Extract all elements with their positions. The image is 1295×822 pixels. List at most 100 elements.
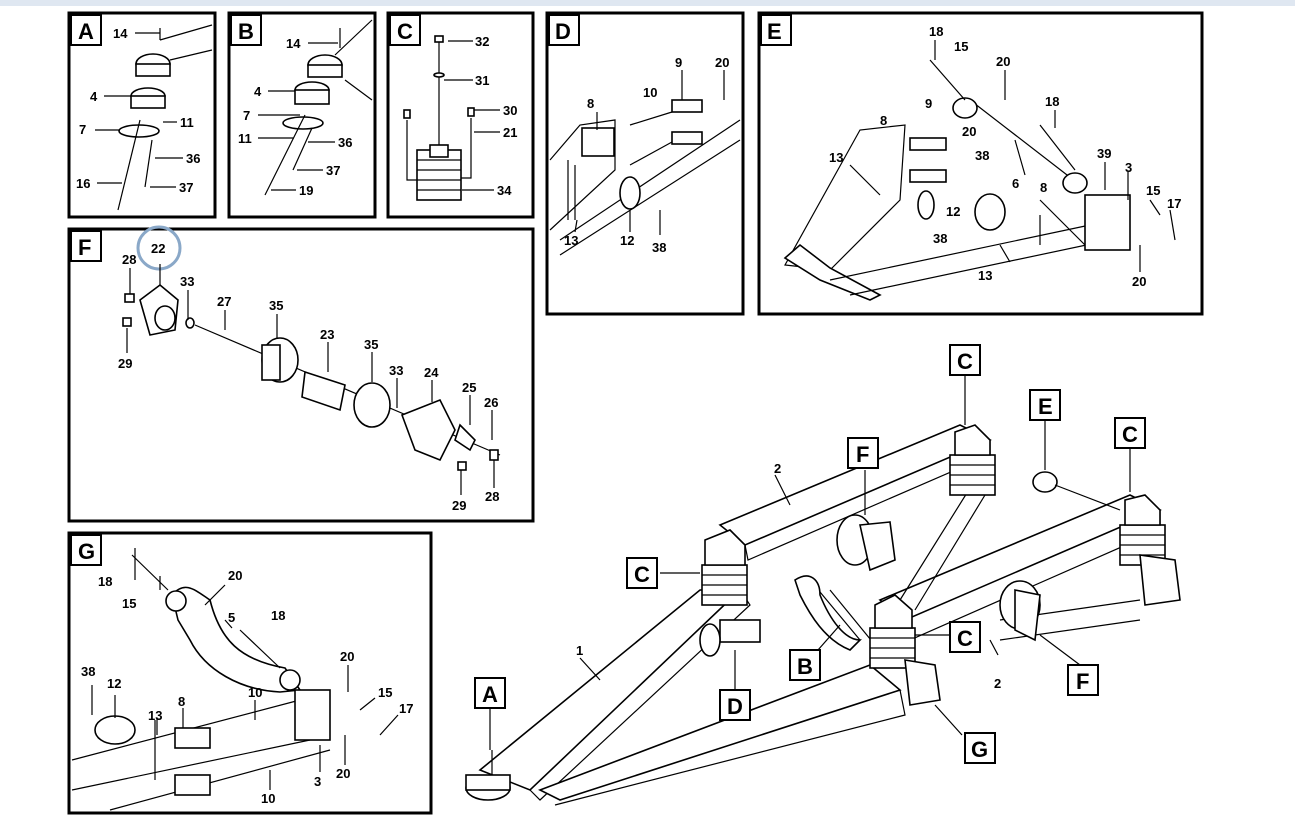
part-number-label: 23: [320, 327, 334, 342]
part-number-label: 15: [1146, 183, 1160, 198]
part-number-label: 18: [98, 574, 112, 589]
part-number-label: 24: [424, 365, 439, 380]
callout-f-right: F: [1067, 664, 1099, 696]
part-number-label: 17: [1167, 196, 1181, 211]
part-number-label: 20: [228, 568, 242, 583]
callout-letter: C: [634, 562, 650, 587]
part-number-label: 15: [378, 685, 392, 700]
part-number-label: 8: [587, 96, 594, 111]
part-number-label: 14: [286, 36, 301, 51]
part-number-label: 2: [774, 461, 781, 476]
part-number-label: 38: [975, 148, 989, 163]
part-number-label: 28: [485, 489, 499, 504]
part-number-label: 33: [180, 274, 194, 289]
highlight-circle: [136, 225, 182, 271]
part-number-label: 26: [484, 395, 498, 410]
callout-letter: C: [957, 349, 973, 374]
part-number-label: 13: [829, 150, 843, 165]
part-number-label: 9: [925, 96, 932, 111]
part-number-label: 15: [122, 596, 136, 611]
part-number-label: 12: [620, 233, 634, 248]
panel-c-letter: C: [397, 19, 413, 44]
part-number-label: 11: [238, 131, 252, 146]
panel-e-letter: E: [767, 19, 782, 44]
callout-letter: G: [971, 737, 988, 762]
part-number-label: 16: [76, 176, 90, 191]
part-number-label: 17: [399, 701, 413, 716]
panel-f-letter: F: [78, 235, 91, 260]
part-number-label: 29: [118, 356, 132, 371]
part-number-label: 36: [338, 135, 352, 150]
part-number-label: 7: [79, 122, 86, 137]
part-number-label: 33: [389, 363, 403, 378]
part-number-label: 20: [715, 55, 729, 70]
part-number-label: 20: [1132, 274, 1146, 289]
part-number-label: 38: [81, 664, 95, 679]
panel-c: C 32 31 30 21 34: [386, 11, 535, 219]
part-number-label: 15: [954, 39, 968, 54]
part-number-label: 35: [269, 298, 283, 313]
part-number-label: 21: [503, 125, 517, 140]
callout-b: B: [789, 649, 821, 681]
panel-f: F 22 28 33 27 35 23 35: [67, 225, 535, 523]
part-number-label: 4: [254, 84, 262, 99]
part-number-label: 34: [497, 183, 512, 198]
part-number-label: 8: [178, 694, 185, 709]
part-number-label: 6: [1012, 176, 1019, 191]
panel-d: D 9 20 10 8 13 12 38: [545, 11, 745, 316]
callout-d: D: [719, 689, 751, 721]
callout-letter: D: [727, 694, 743, 719]
part-number-label: 2: [994, 676, 1001, 691]
callout-letter: F: [856, 442, 869, 467]
callout-c-middle: C: [949, 621, 981, 653]
callout-letter: B: [797, 654, 813, 679]
part-number-label: 30: [503, 103, 517, 118]
panel-a: A 14 4 11 7 36 16 37: [67, 11, 217, 219]
part-number-label: 3: [1125, 160, 1132, 175]
part-number-label: 18: [271, 608, 285, 623]
part-number-label: 20: [340, 649, 354, 664]
part-number-label: 25: [462, 380, 476, 395]
part-number-label: 12: [946, 204, 960, 219]
panel-g-letter: G: [78, 539, 95, 564]
callout-c-left: C: [626, 557, 658, 589]
callout-e: E: [1029, 389, 1061, 421]
part-number-label: 20: [962, 124, 976, 139]
callout-a: A: [474, 677, 506, 709]
panel-b: B 14 4 7 36 11 37 19: [227, 11, 377, 219]
panel-b-letter: B: [238, 19, 254, 44]
part-number-label: 32: [475, 34, 489, 49]
part-number-label: 27: [217, 294, 231, 309]
part-number-label: 11: [180, 115, 194, 130]
part-number-label: 31: [475, 73, 489, 88]
part-number-label: 37: [326, 163, 340, 178]
panel-d-letter: D: [555, 19, 571, 44]
part-number-label: 3: [314, 774, 321, 789]
callout-letter: E: [1038, 394, 1053, 419]
callout-letter: F: [1076, 669, 1089, 694]
part-number-label: 38: [933, 231, 947, 246]
top-strip: [0, 0, 1295, 6]
callout-c-right: C: [1114, 417, 1146, 449]
callout-letter: A: [482, 682, 498, 707]
panel-g: G 18 20 15 5 18 38 12 20 8 13: [67, 531, 433, 815]
overview-assembly: 2 1 2 C E C F C B C: [465, 344, 1181, 806]
part-number-label: 14: [113, 26, 128, 41]
part-number-label: 18: [1045, 94, 1059, 109]
part-number-label: 1: [576, 643, 583, 658]
part-number-label: 18: [929, 24, 943, 39]
part-number-label: 4: [90, 89, 98, 104]
part-number-label: 39: [1097, 146, 1111, 161]
part-number-label: 20: [336, 766, 350, 781]
part-number-label: 36: [186, 151, 200, 166]
part-number-label: 10: [643, 85, 657, 100]
part-number-label: 7: [243, 108, 250, 123]
panel-a-letter: A: [78, 19, 94, 44]
part-number-label: 29: [452, 498, 466, 513]
part-number-label: 12: [107, 676, 121, 691]
callout-letter: C: [1122, 422, 1138, 447]
part-number-label: 38: [652, 240, 666, 255]
part-number-label: 19: [299, 183, 313, 198]
part-number-label: 13: [148, 708, 162, 723]
